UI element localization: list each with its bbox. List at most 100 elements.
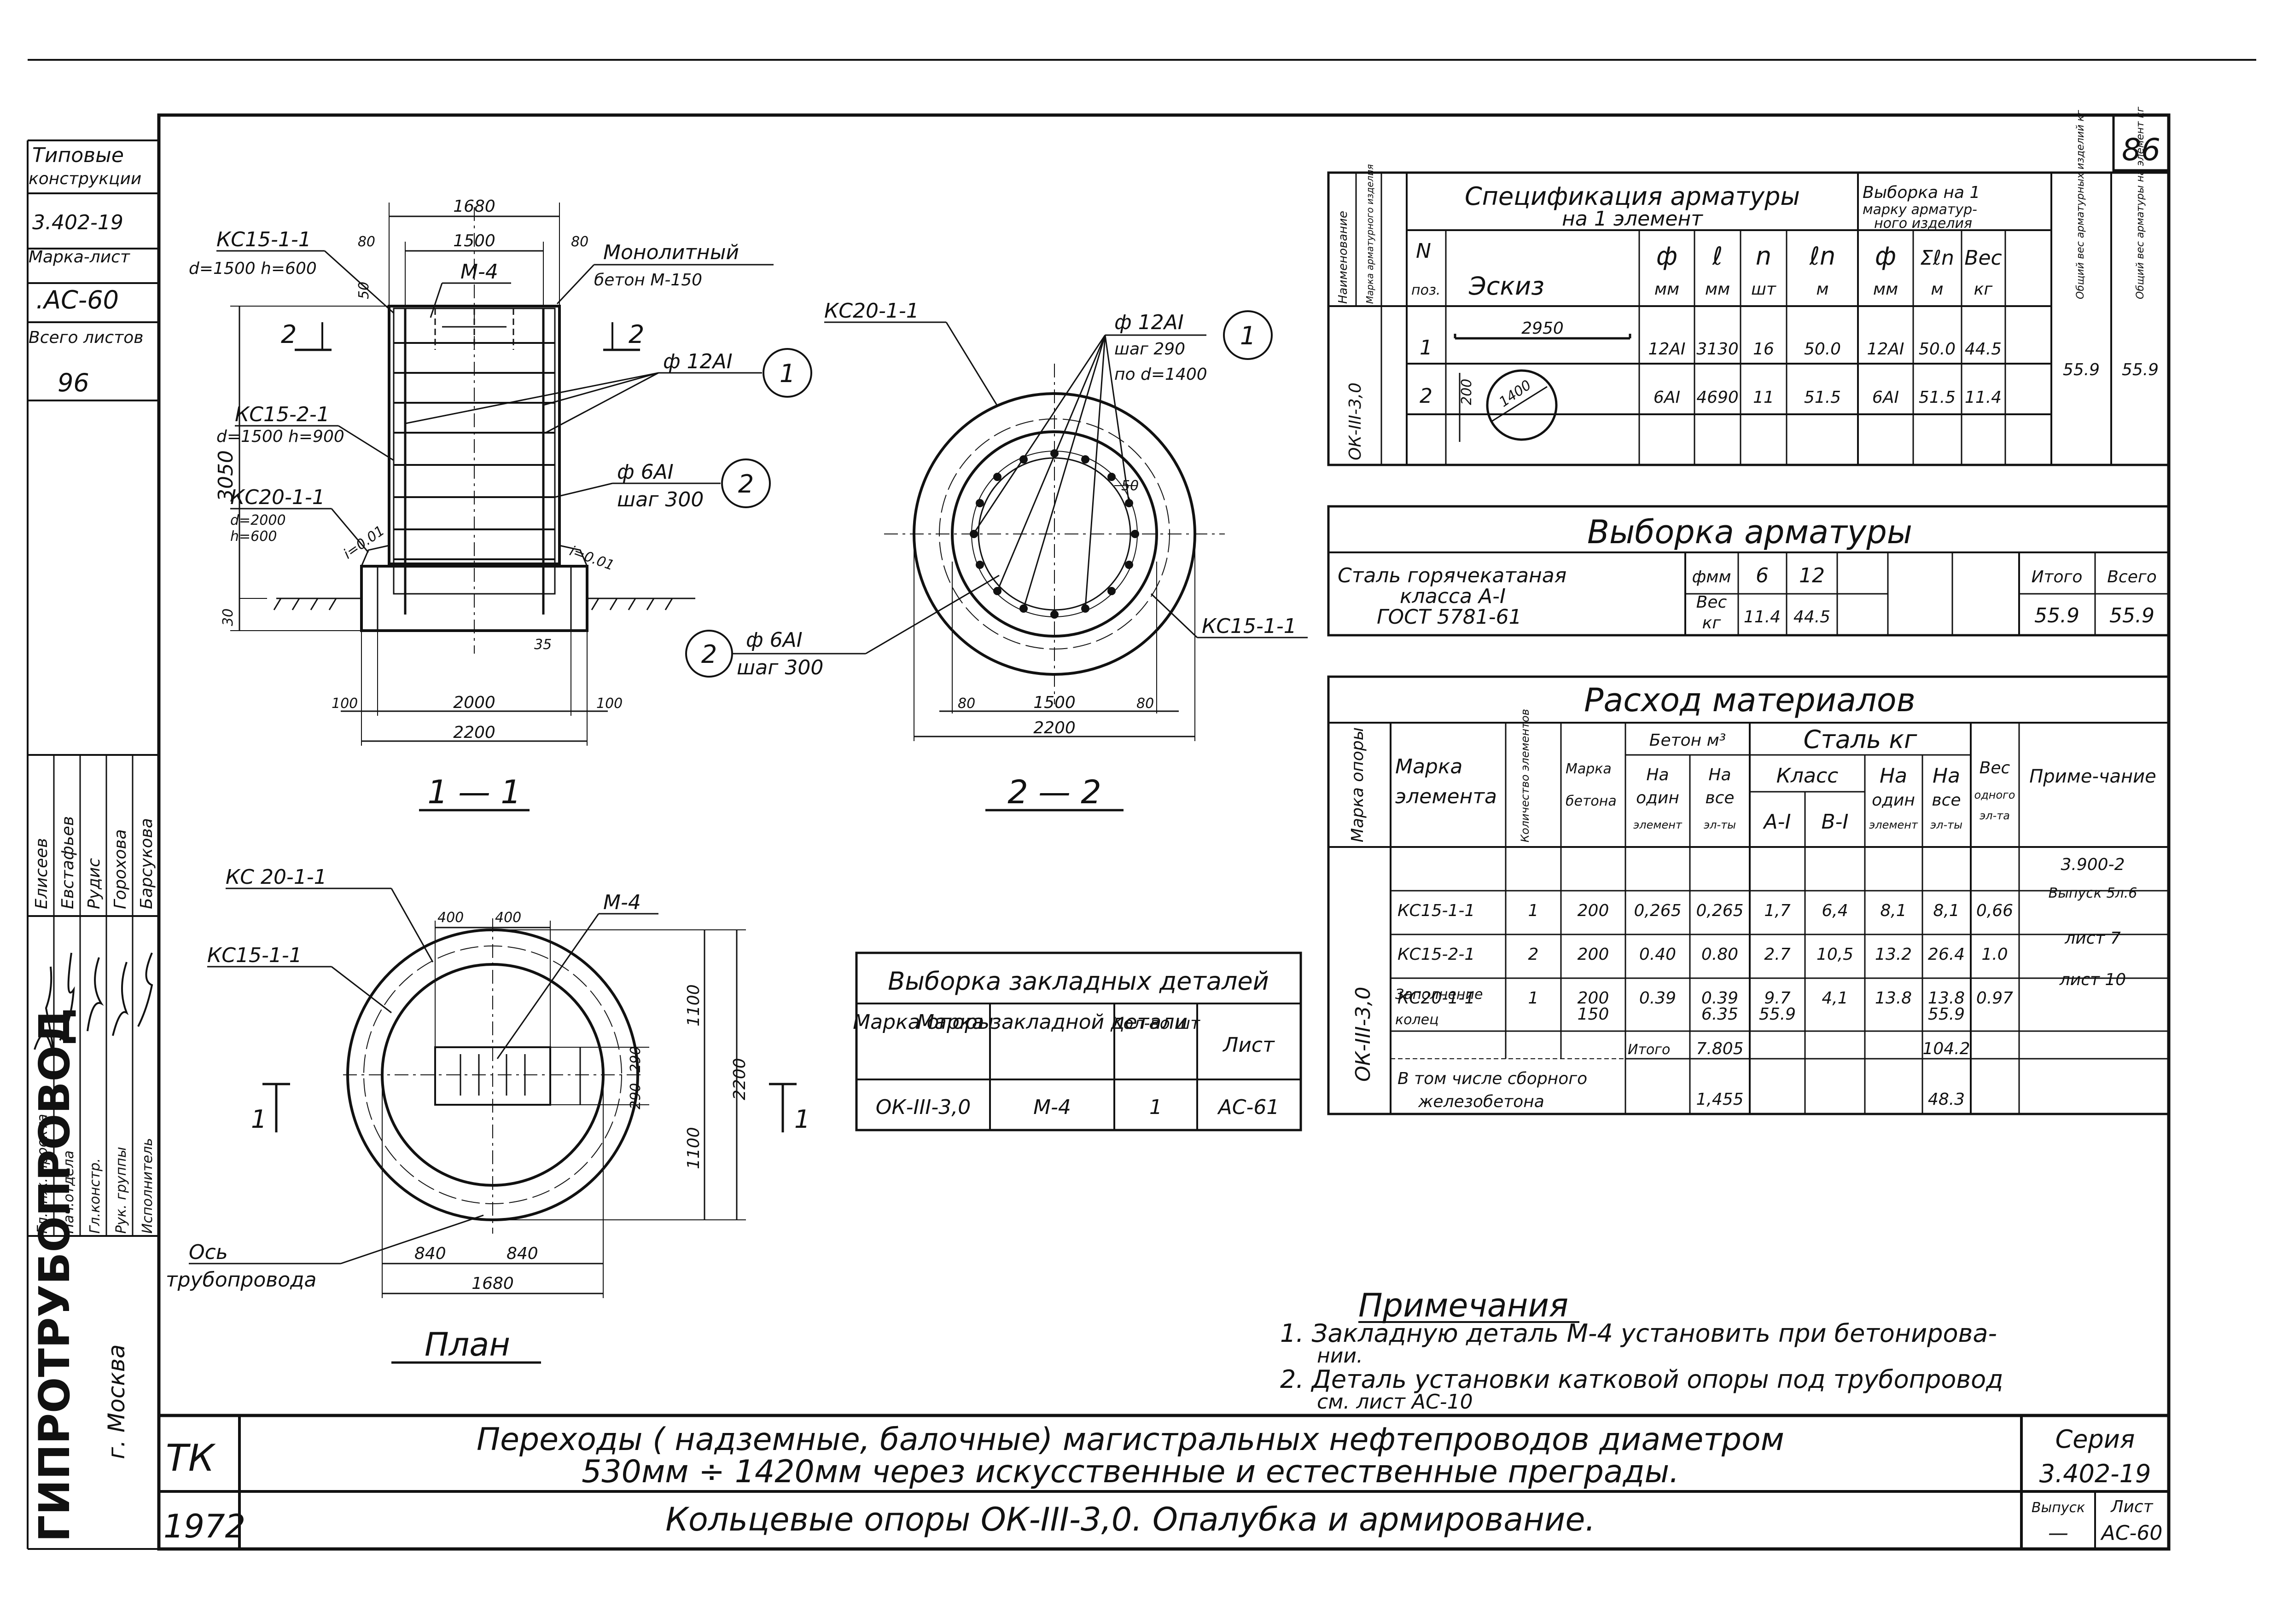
mat-h-concrete-mark-1: Марка [1566, 761, 1612, 777]
mat-fill-2: колец [1395, 1012, 1439, 1028]
mat-r2-ca: 0.80 [1701, 945, 1738, 964]
tb-title-1: Переходы ( надземные, балочные) магистра… [477, 1421, 1784, 1458]
dim-1500-s2: 1500 [1033, 693, 1076, 712]
rebar-w6: 11.4 [1744, 608, 1781, 626]
callout-kc20-1-1: КС20-1-1 [230, 486, 325, 509]
stamp-role-5: Исполнитель [140, 1138, 156, 1234]
mat-h-one-2: один [1636, 789, 1679, 807]
m4-label-s1: М-4 [460, 260, 498, 284]
section-1-1-title: 1 — 1 [427, 773, 521, 811]
dim-100-left: 100 [332, 696, 358, 712]
bar2-label-s1: ф 6АI [617, 460, 674, 484]
bar1-step-s2: шаг 290 [1114, 340, 1185, 359]
dim-80-left: 80 [358, 234, 375, 250]
note-2b: см. лист АС-10 [1317, 1390, 1473, 1414]
mat-r3-ca: 0.39 [1701, 989, 1738, 1008]
callout-kc20-h: h=600 [230, 528, 277, 545]
mat-r2-cnt: 2 [1528, 945, 1539, 964]
spec-h-pos: поз. [1411, 282, 1440, 298]
tb-title-2: 530мм ÷ 1420мм через искусственные и ест… [582, 1454, 1679, 1490]
stamp-name-2: Евстафьев [58, 816, 77, 909]
spec-sel-title-1: Выборка на 1 [1863, 183, 1980, 202]
spec-total-element: 55.9 [2122, 360, 2159, 379]
embedded-h-part: Марка закладной детали [917, 1010, 1188, 1034]
spec-r2-l: 4690 [1696, 388, 1739, 407]
kc15-label-s2: КС15-1-1 [1202, 615, 1297, 638]
mat-r2-s1: 13.2 [1875, 945, 1912, 964]
mat-r3-cnt: 1 [1528, 989, 1539, 1008]
spec-vhead-total-items: Общий вес арматурных изделий кг [2075, 110, 2086, 299]
stamp-label-typical: Типовые [32, 144, 124, 167]
spec-sel-title-2: марку арматур- [1863, 202, 1977, 218]
stamp-org-name: ГИПРОТРУБОПРОВОД [30, 1008, 79, 1542]
slope-right: i=0.01 [567, 543, 616, 574]
spec-u-mm1: мм [1654, 280, 1679, 299]
mat-r1-a: 1,7 [1764, 901, 1790, 920]
spec-sketch-length: 2950 [1521, 319, 1564, 338]
mat-fill-sa: 55.9 [1928, 1005, 1965, 1024]
tb-sheet-label: Лист [2110, 1497, 2153, 1516]
mat-h-note: Приме-чание [2029, 766, 2156, 787]
rebar-title: Выборка арматуры [1587, 513, 1912, 551]
embedded-h-support: Марка опоры [853, 1010, 994, 1034]
rebar-table: Выборка арматуры Сталь горячекатаная кла… [1327, 505, 2170, 637]
mat-h-s-one-3: элемент [1869, 818, 1918, 831]
tb-tk: ТК [166, 1437, 216, 1479]
spec-u-m1: м [1816, 280, 1828, 299]
mat-r1-cnt: 1 [1528, 901, 1539, 920]
mat-precast-sa: 48.3 [1928, 1090, 1965, 1109]
spec-r2-sum: 51.5 [1919, 388, 1956, 407]
materials-table: Расход материалов Марка опоры Марка элем… [1327, 675, 2170, 1115]
mat-r3-mk: 200 [1578, 989, 1609, 1008]
cut-2-right: 2 [629, 320, 644, 349]
spec-r1-sum: 50.0 [1919, 340, 1956, 359]
spec-row-label: ОК-III-3,0 [1346, 383, 1365, 460]
dim-35: 35 [534, 637, 552, 653]
stamp-role-3: Гл.констр. [87, 1158, 103, 1234]
bar1-label-s2: ф 12АI [1114, 311, 1184, 334]
dim-80-right-s2: 80 [1136, 696, 1154, 712]
spec-vhead-total-element: Общий вес арматуры на элемент кг [2135, 106, 2146, 299]
spec-r1-n: 16 [1753, 340, 1774, 359]
rebar-vsego: 55.9 [2109, 604, 2154, 627]
left-stamp: Типовые конструкции 3.402-19 Марка-лист … [27, 144, 160, 1549]
mat-r3-c1: 0.39 [1639, 989, 1676, 1008]
mat-r1-el: КС15-1-1 [1397, 901, 1475, 920]
monolith-label-1: Монолитный [603, 241, 739, 264]
note-2a: 2. Деталь установки катковой опоры под т… [1280, 1365, 2003, 1394]
spec-h-count: n [1756, 242, 1771, 271]
mat-h-s-one-2: один [1872, 791, 1915, 810]
mat-r3-sa: 13.8 [1928, 989, 1965, 1008]
cut-1-left: 1 [251, 1105, 267, 1134]
note-1a: 1. Закладную деталь М-4 установить при б… [1280, 1319, 1997, 1348]
mat-precast-ca: 1,455 [1696, 1090, 1743, 1109]
mat-total-label: Итого [1628, 1042, 1670, 1058]
spec-vhead-mark: Марка арматурного изделия [1364, 164, 1375, 304]
stamp-role-4: Рук. группы [113, 1147, 129, 1234]
spec-title-1: Спецификация арматуры [1465, 182, 1800, 211]
cut-2-left: 2 [281, 320, 297, 349]
mat-r3-a: 9.7 [1764, 989, 1790, 1008]
dim-3050: 3050 [214, 450, 238, 502]
mat-r1-c1: 0,265 [1634, 901, 1681, 920]
mat-h-steel: Сталь кг [1804, 725, 1917, 754]
dim-2000: 2000 [453, 693, 495, 712]
bar1-num-s2: 1 [1240, 321, 1256, 350]
mat-r2-b: 10,5 [1817, 945, 1853, 964]
spec-vhead-name: Наименование [1336, 211, 1350, 304]
rebar-steel-2: класса А-I [1400, 585, 1506, 608]
stamp-org-city: г. Москва [103, 1344, 130, 1459]
spec-table: Наименование Марка арматурного изделия О… [1327, 106, 2170, 466]
rebar-d12: 12 [1799, 564, 1825, 587]
mat-r2-sa: 26.4 [1928, 945, 1965, 964]
m4-label-plan: М-4 [603, 891, 641, 914]
mat-h-b1: В-I [1821, 810, 1848, 834]
bar2-num-s2: 2 [701, 640, 717, 669]
embedded-parts-table: Выборка закладных деталей Марка опоры Ма… [853, 951, 1302, 1131]
rebar-weight-label-2: кг [1702, 614, 1722, 632]
tb-issue-value: — [2048, 1521, 2068, 1545]
callout-kc20-d: d=2000 [230, 512, 286, 528]
mat-h-concrete: Бетон м³ [1649, 731, 1726, 750]
mat-r1-w: 0,66 [1976, 901, 2013, 920]
